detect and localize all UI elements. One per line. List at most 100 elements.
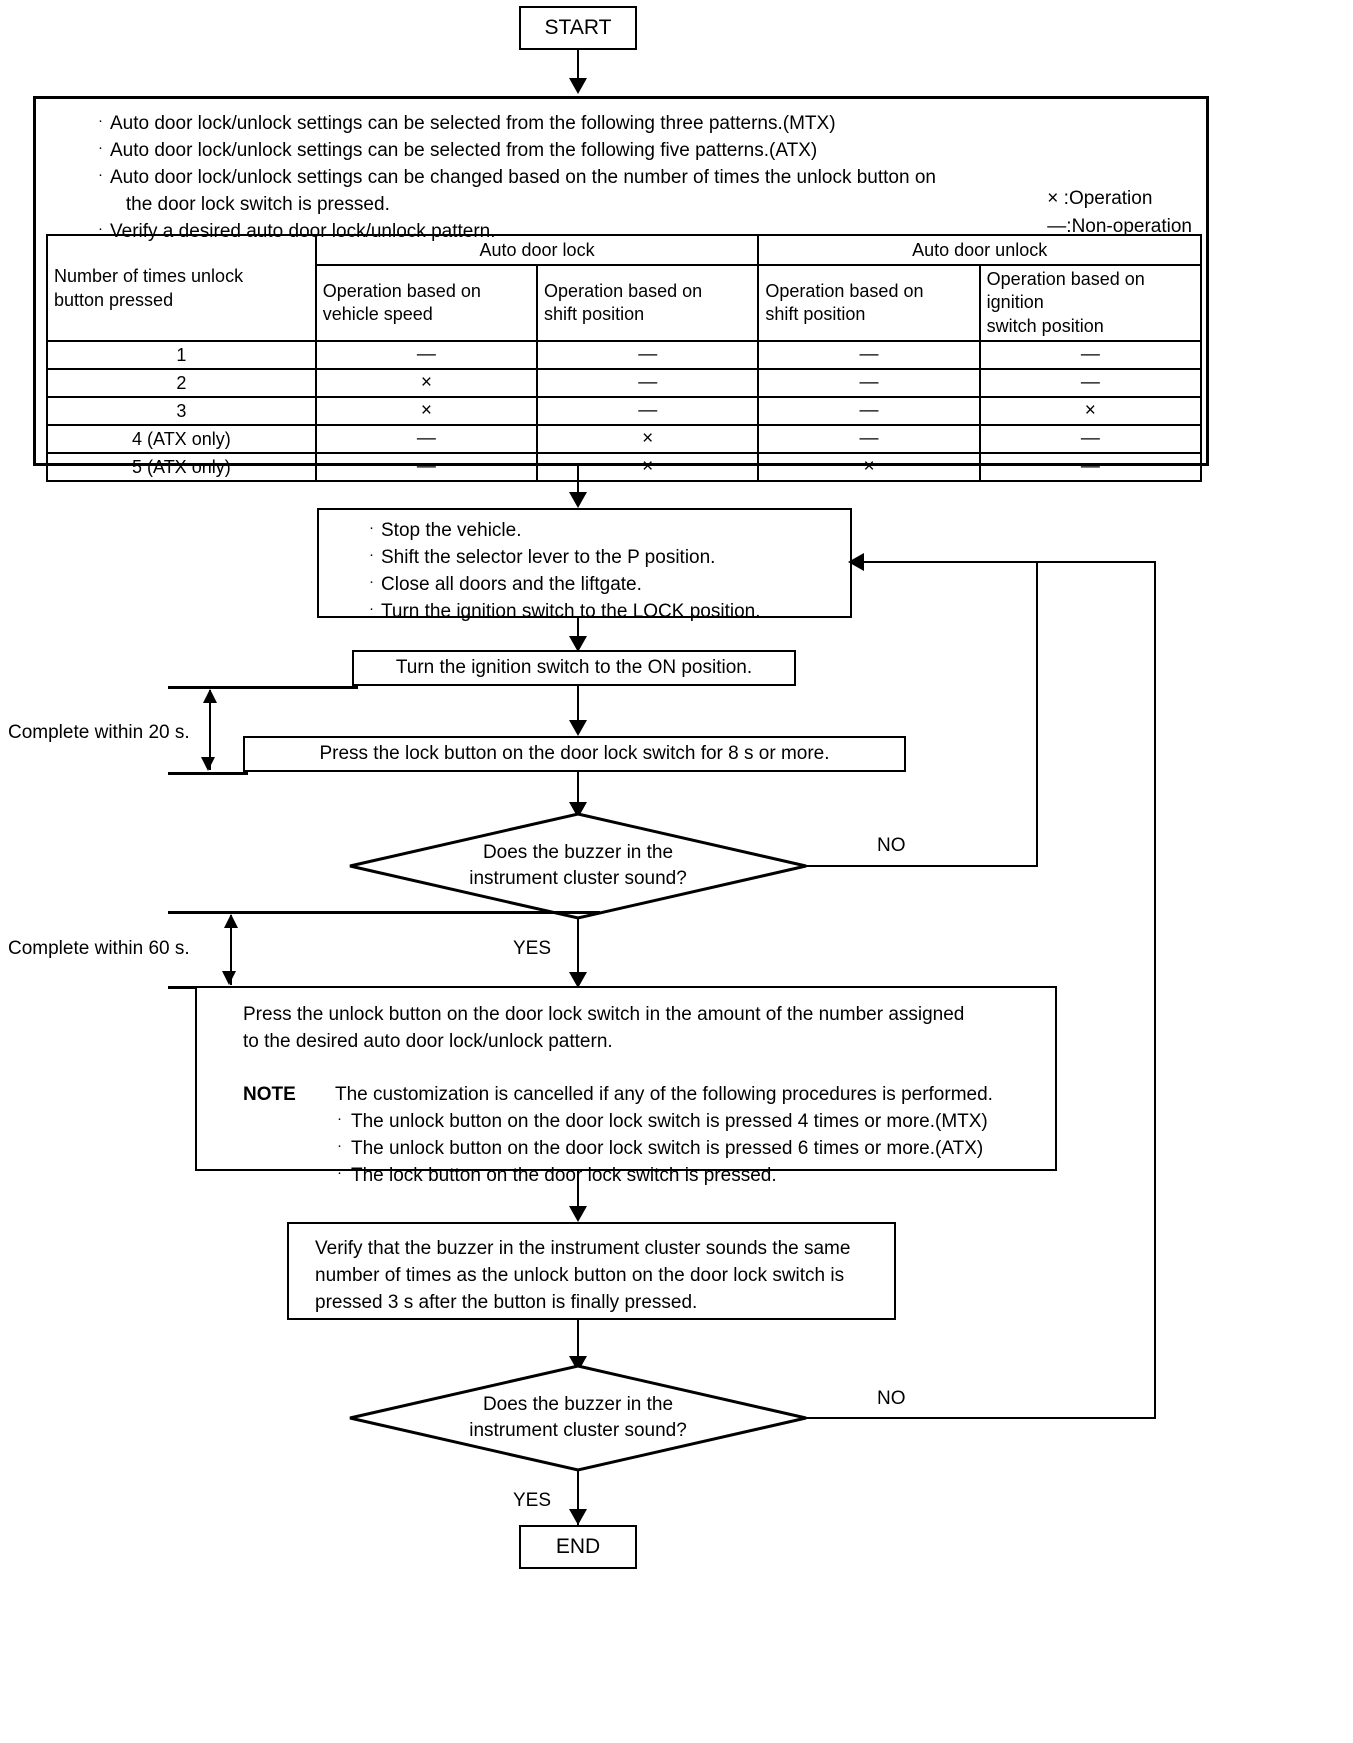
press-unlock-text: Press the unlock button on the door lock… (243, 1004, 965, 1052)
table-cell-mark: × (536, 452, 760, 483)
table-cell-mark: × (314, 368, 539, 399)
prepare-step: ·Shift the selector lever to the P posit… (369, 545, 716, 568)
connector-verify-to-decision2 (577, 1320, 579, 1362)
decision-buzzer-2: Does the buzzer in the instrument cluste… (348, 1364, 808, 1472)
timer20-arrowhead-up (203, 689, 217, 703)
ignition-on-box: Turn the ignition switch to the ON posit… (352, 650, 796, 686)
bullet-icon: · (98, 219, 103, 237)
auto-lock-pattern-table: Number of times unlock button pressed Au… (46, 233, 1203, 483)
bullet-icon: · (369, 599, 374, 617)
press-unlock-note-box: Press the unlock button on the door lock… (195, 986, 1057, 1186)
table-cell-mark: — (314, 340, 539, 371)
end-label: END (555, 1535, 601, 1558)
arrowhead-prepare-to-ignition (569, 636, 587, 652)
bullet-icon: · (98, 138, 103, 156)
arrowhead-start-to-intro (569, 78, 587, 94)
no-branch-2-horizontal (806, 1417, 1156, 1419)
note-bullet: ·The unlock button on the door lock swit… (337, 1136, 984, 1159)
connector-prepare-to-ignition (577, 618, 579, 642)
table-cell-mark: — (757, 396, 981, 427)
timer20-top-rule (168, 686, 358, 689)
timer60-arrowhead-down (222, 971, 236, 985)
timer20-double-arrow-shaft (209, 690, 211, 770)
note-body: The customization is cancelled if any of… (335, 1082, 993, 1190)
prepare-step: ·Close all doors and the liftgate. (369, 572, 642, 595)
decision-diamond-shape (349, 1364, 807, 1472)
no-branch-1-vertical (1036, 561, 1038, 867)
table-cell-mark: — (314, 452, 539, 483)
timer20-arrowhead-down (201, 757, 215, 771)
note-bullet: ·The unlock button on the door lock swit… (337, 1109, 988, 1132)
timer20-label: Complete within 20 s. (8, 722, 190, 743)
prepare-step: ·Stop the vehicle. (369, 519, 522, 541)
decision-diamond-shape (349, 812, 807, 920)
press-lock-button-text: Press the lock button on the door lock s… (319, 742, 830, 764)
timer60-double-arrow-shaft (230, 915, 232, 985)
note-label: NOTE (243, 1083, 296, 1105)
timer20-bottom-rule (168, 772, 248, 775)
no-label-decision-1: NO (877, 835, 906, 856)
table-row: 5 (ATX only) — × × — (46, 452, 1203, 483)
intro-bullet: ·Auto door lock/unlock settings can be c… (98, 165, 936, 215)
ignition-on-text: Turn the ignition switch to the ON posit… (395, 656, 753, 678)
table-cell-mark: — (757, 340, 981, 371)
arrowhead-no-branch-1 (848, 553, 864, 571)
arrowhead-ignition-to-presslock (569, 720, 587, 736)
yes-label-decision-2: YES (513, 1490, 552, 1511)
prepare-step-list: ·Stop the vehicle. ·Shift the selector l… (319, 510, 850, 626)
arrowhead-decision1-yes (569, 972, 587, 988)
verify-buzzer-text: Verify that the buzzer in the instrument… (315, 1238, 851, 1313)
bullet-icon: · (98, 165, 103, 183)
table-cell-mark: × (536, 424, 760, 455)
bullet-icon: · (98, 112, 103, 129)
bullet-icon: · (369, 545, 374, 563)
connector-unlock-to-verify (577, 1171, 579, 1211)
table-row: 2 × — — — (46, 368, 1203, 399)
table-header-row-subheads: Operation based on vehicle speed Operati… (47, 263, 1203, 343)
table-cell-pattern-number: 2 (46, 368, 317, 399)
table-cell-mark: — (536, 368, 760, 399)
table-subheader-vehicle-speed: Operation based on vehicle speed (314, 263, 539, 343)
timer60-label: Complete within 60 s. (8, 938, 190, 959)
table-cell-mark: — (757, 368, 981, 399)
end-terminator: END (519, 1525, 637, 1569)
table-cell-pattern-number: 4 (ATX only) (46, 424, 317, 455)
table-cell-mark: — (978, 368, 1203, 399)
table-cell-mark: × (978, 396, 1203, 427)
table-row: 4 (ATX only) — × — — (46, 424, 1203, 455)
no-label-decision-2: NO (877, 1388, 906, 1409)
intro-block: ·Auto door lock/unlock settings can be s… (33, 96, 1209, 483)
prepare-vehicle-box: ·Stop the vehicle. ·Shift the selector l… (317, 508, 852, 622)
note-row: NOTE The customization is cancelled if a… (197, 1056, 1055, 1190)
table-group-header-auto-door-lock: Auto door lock (314, 234, 760, 266)
table-cell-mark: — (978, 452, 1203, 483)
table-subheader-unlock-shift-position: Operation based on shift position (757, 263, 981, 343)
intro-bullet: ·Auto door lock/unlock settings can be s… (98, 112, 836, 134)
connector-decision1-yes (577, 918, 579, 988)
table-cell-pattern-number: 3 (46, 396, 317, 427)
decision-buzzer-1: Does the buzzer in the instrument cluste… (348, 812, 808, 920)
arrowhead-unlock-to-verify (569, 1206, 587, 1222)
timer60-arrowhead-up (224, 914, 238, 928)
table-cell-pattern-number: 1 (46, 340, 317, 371)
bullet-icon: · (369, 572, 374, 590)
table-cell-mark: × (757, 452, 981, 483)
table-cell-mark: × (314, 396, 539, 427)
table-cell-mark: — (978, 340, 1203, 371)
connector-presslock-to-decision1 (577, 772, 579, 808)
press-lock-button-box: Press the lock button on the door lock s… (243, 736, 906, 772)
legend-non-operation: —:Non-operation (1047, 215, 1192, 237)
table-row-header: Number of times unlock button pressed (46, 233, 317, 343)
symbol-legend: × :Operation —:Non-operation (1047, 185, 1192, 240)
note-bullet: ·The lock button on the door lock switch… (337, 1163, 777, 1186)
connector-decision2-yes (577, 1470, 579, 1525)
start-terminator: START (519, 6, 637, 50)
table-cell-mark: — (536, 396, 760, 427)
intro-bullet-list: ·Auto door lock/unlock settings can be s… (36, 99, 1206, 246)
start-label: START (544, 16, 612, 39)
connector-intro-to-prepare (577, 466, 579, 494)
intro-bullet: ·Auto door lock/unlock settings can be s… (98, 138, 818, 161)
table-cell-mark: — (314, 424, 539, 455)
table-cell-pattern-number: 5 (ATX only) (46, 452, 317, 483)
